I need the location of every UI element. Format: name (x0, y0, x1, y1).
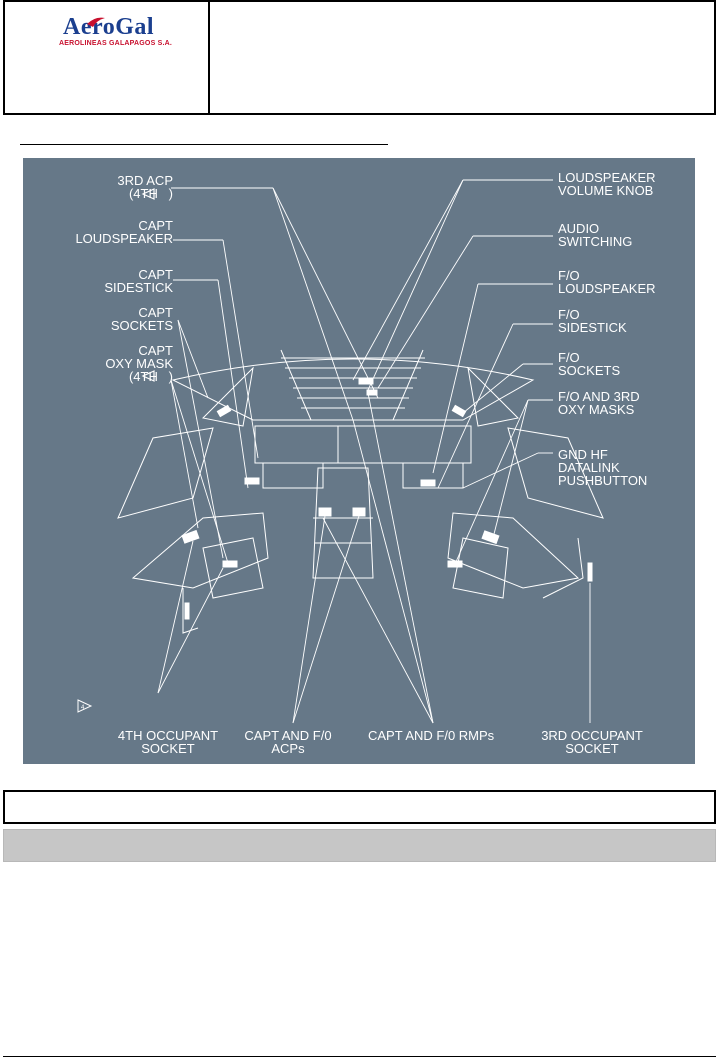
label-audio-switching: AUDIO SWITCHING (558, 222, 632, 248)
label-capt-fo-acps: CAPT AND F/0 ACPs (228, 729, 348, 755)
label-fo-3rd-oxy-masks: F/O AND 3RD OXY MASKS (558, 390, 640, 416)
triangle-4th-icon (141, 188, 155, 200)
triangle-4th-icon (141, 370, 155, 382)
label-capt-oxy-mask: CAPT OXY MASK (4TH ) (105, 344, 173, 383)
svg-text:4: 4 (81, 705, 85, 711)
label-capt-sidestick: CAPT SIDESTICK (104, 268, 173, 294)
label-gnd-hf-datalink: GND HF DATALINK PUSHBUTTON (558, 448, 647, 487)
document-header: AeroGal AEROLINEAS GALAPAGOS S.A. (3, 0, 716, 115)
label-3rd-occupant-socket: 3RD OCCUPANT SOCKET (538, 729, 646, 755)
logo-name: AeroGal (63, 14, 154, 41)
grey-section-bar (3, 829, 716, 862)
header-divider (208, 2, 210, 115)
label-fo-sidestick: F/O SIDESTICK (558, 308, 627, 334)
label-capt-fo-rmps: CAPT AND F/0 RMPs (368, 729, 494, 742)
label-fo-sockets: F/O SOCKETS (558, 351, 620, 377)
cockpit-audio-figure: 4 3RD ACP (4TH ) CAPT LOUDSPEAKER CAPT S… (23, 158, 695, 764)
label-capt-sockets: CAPT SOCKETS (111, 306, 173, 332)
label-capt-loudspeaker: CAPT LOUDSPEAKER (75, 219, 173, 245)
empty-boxed-row (3, 790, 716, 824)
label-fo-loudspeaker: F/O LOUDSPEAKER (558, 269, 656, 295)
aerogal-logo: AeroGal AEROLINEAS GALAPAGOS S.A. (57, 14, 177, 54)
label-4th-occupant-socket: 4TH OCCUPANT SOCKET (108, 729, 228, 755)
label-loudspeaker-volume-knob: LOUDSPEAKER VOLUME KNOB (558, 171, 656, 197)
bird-icon (87, 16, 107, 28)
logo-subtitle: AEROLINEAS GALAPAGOS S.A. (59, 40, 172, 47)
footer-rule (3, 1056, 716, 1057)
section-title-underline (20, 144, 388, 145)
